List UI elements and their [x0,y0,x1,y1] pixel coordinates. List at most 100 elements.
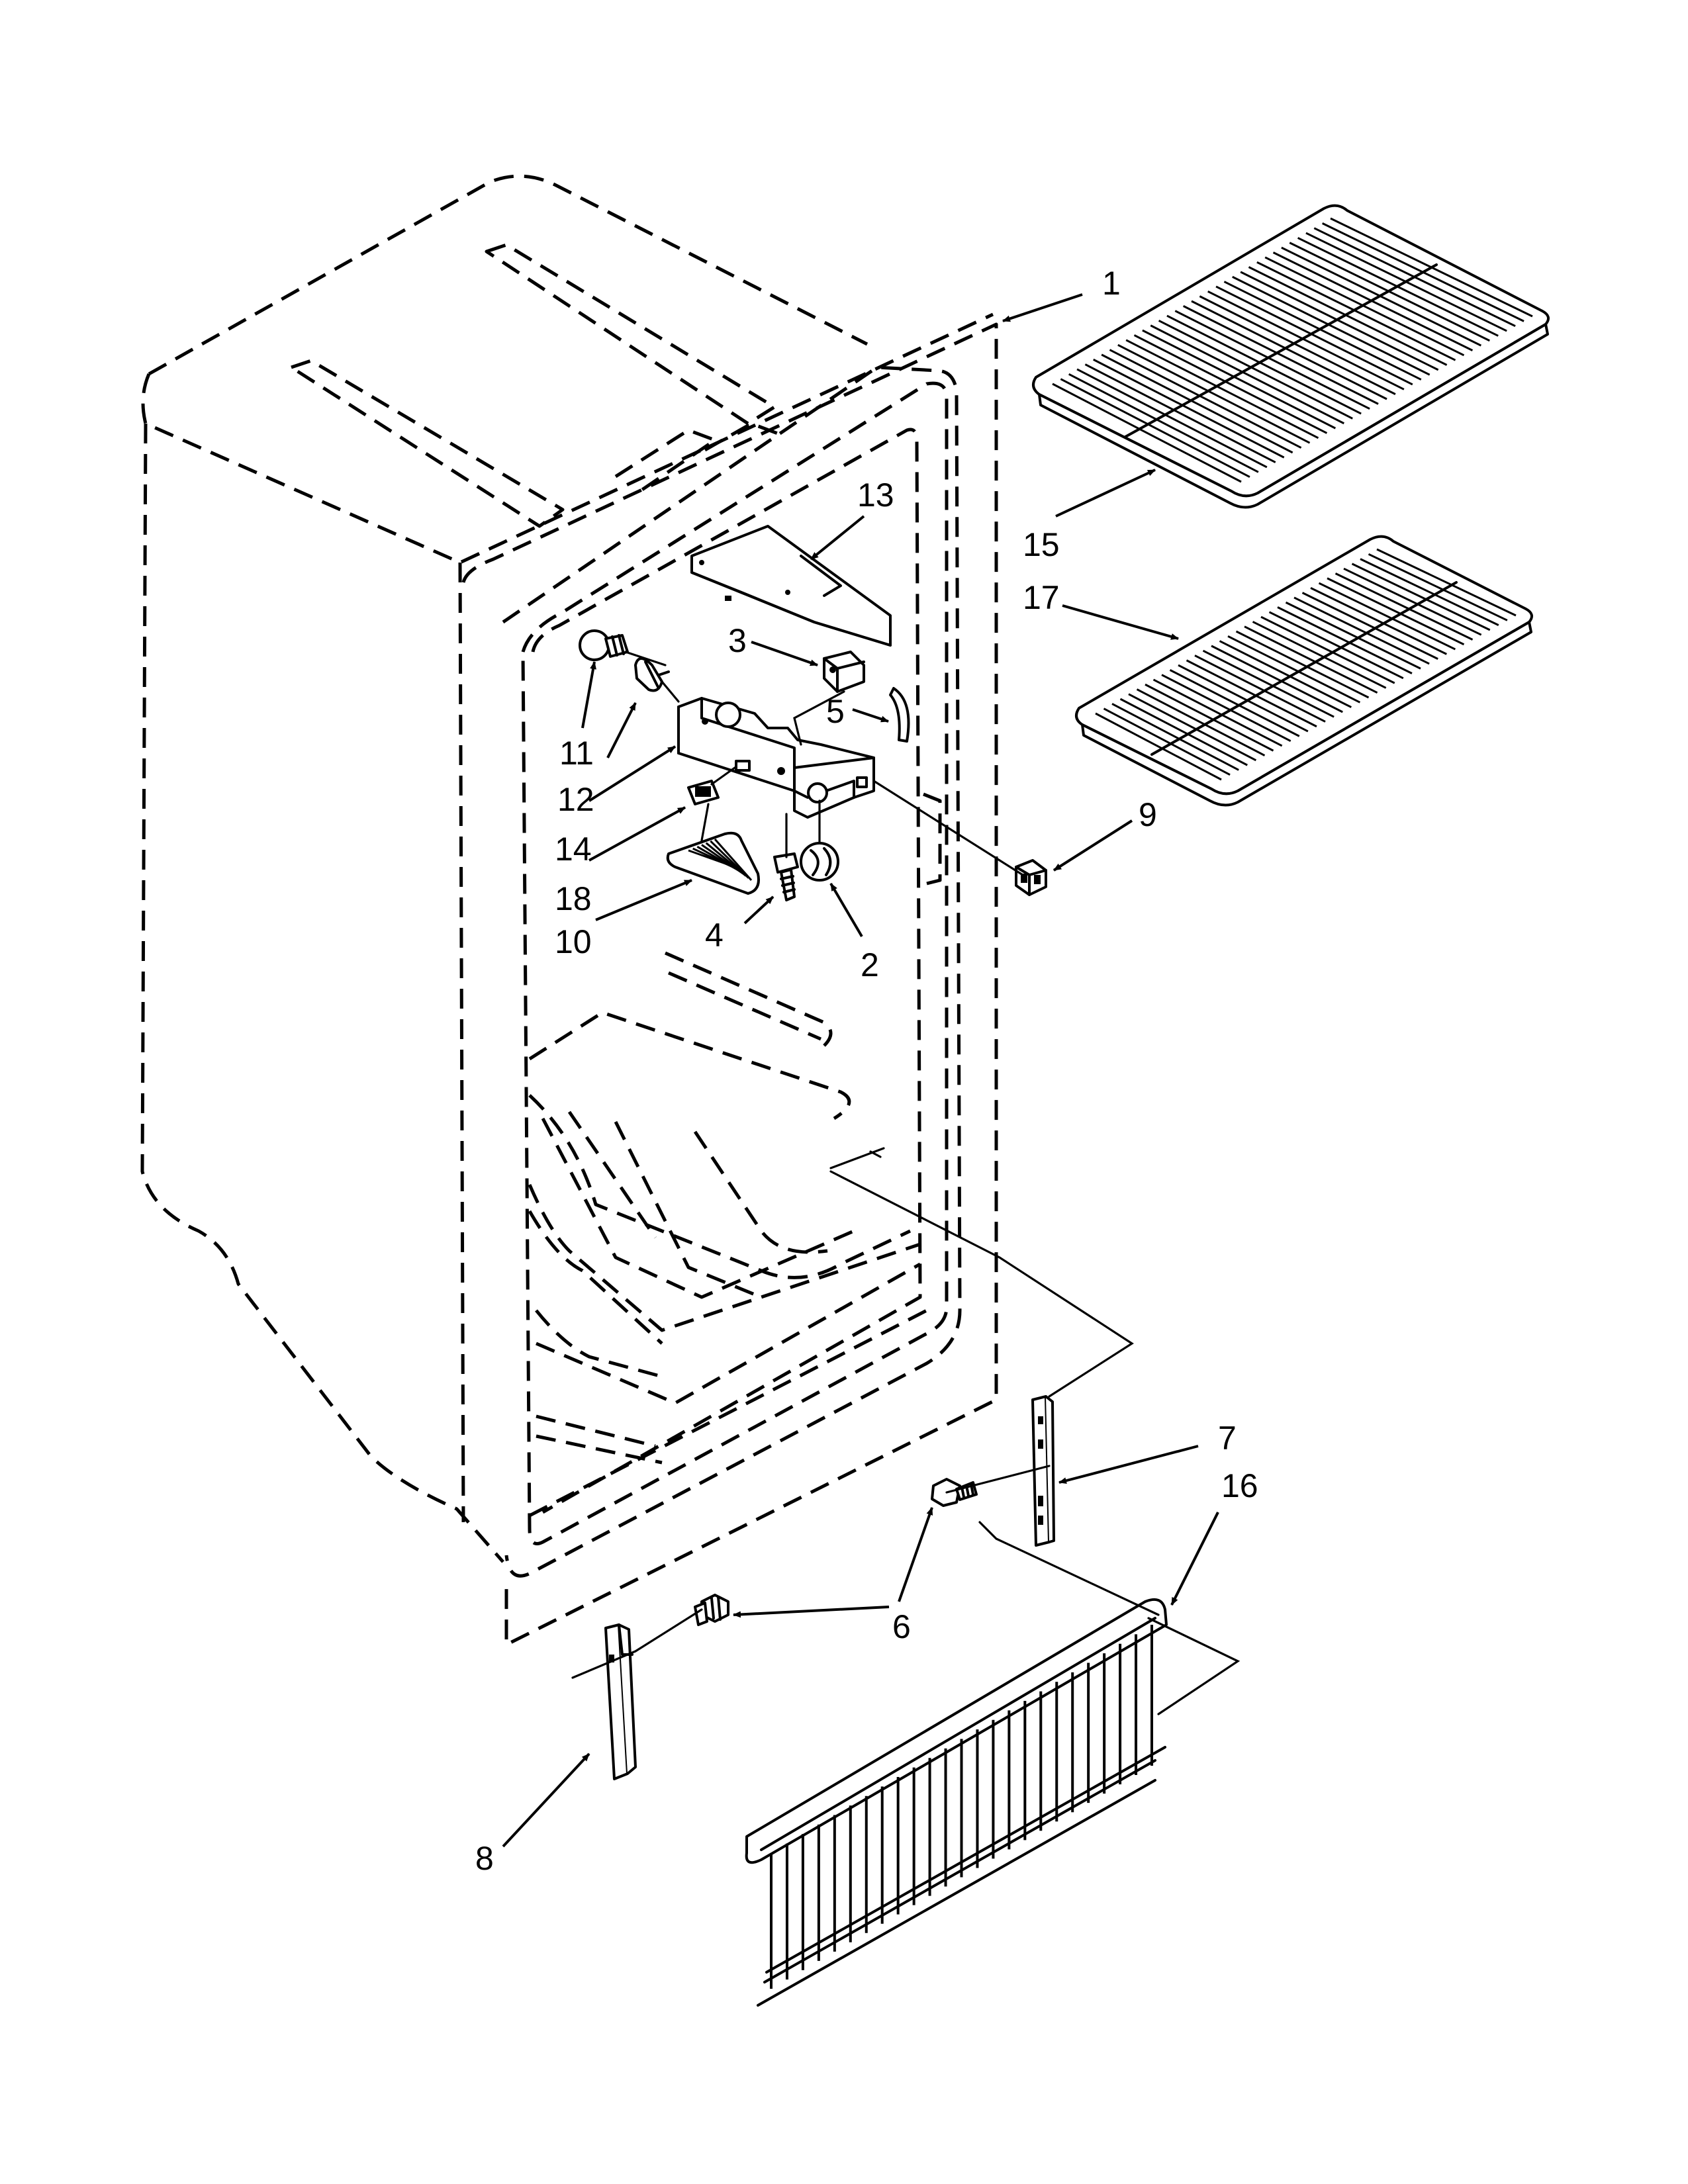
shelf-wire [1128,693,1257,762]
shelf-wire [1351,563,1491,631]
callout-15: 15 [1023,526,1060,563]
assembly-wiring [624,651,1024,876]
shelf-wire [1101,353,1293,454]
shelf-wire [1227,635,1361,704]
light-switch-18 [687,780,720,805]
shelf-wire [1174,310,1370,410]
shelf-wire [1199,295,1396,395]
shelf-wire [1068,373,1259,473]
shelf-wire [1327,577,1465,646]
shelf-wire [1256,261,1456,361]
leader-lines [502,293,1219,1848]
shelf-wire [1191,300,1387,400]
routing-lines [571,1147,1241,1715]
callout-8: 8 [475,1840,494,1877]
lens-ribs [688,839,753,881]
shelf-lower-wire-grid [1095,548,1517,781]
callout-4: 4 [705,917,724,954]
freezer-cabinet [140,174,998,1647]
shelf-wire [1277,606,1413,674]
screw-6-upper [931,1478,978,1507]
shelf-wire [1109,349,1302,449]
shelf-wire [1301,592,1438,660]
thermostat-dial-2 [800,842,839,882]
shelf-wire [1268,611,1404,680]
callout-6: 6 [892,1608,911,1645]
shelf-wire [1211,645,1343,713]
shelf-wire [1166,314,1362,415]
shelf-wire [1360,558,1499,626]
shelf-wire [1310,587,1447,655]
shelf-wire [1240,271,1439,371]
lens-rib [714,839,753,881]
shelf-wire [1260,615,1395,684]
shelf-wire [1142,329,1336,430]
callout-13: 13 [857,477,894,514]
shelf-wire [1272,251,1474,351]
shelf-wire [1182,305,1379,405]
basket-hanger-7 [1031,1395,1055,1547]
light-bulb-11 [579,629,629,661]
shelf-wire [1169,669,1300,737]
shelf-wire [1248,266,1448,366]
light-shield-13 [690,525,892,647]
shelf-wire [1202,649,1335,718]
shelf-wire [1244,625,1378,694]
shelf-wire [1232,275,1430,376]
shelf-wire [1145,683,1274,752]
shelf-wire [1119,698,1248,766]
shelf-wire [1335,572,1474,641]
shelf-wire [1235,630,1370,699]
shelf-wire [1186,659,1317,728]
control-housing-14 [677,697,875,819]
callout-17: 17 [1023,579,1060,616]
screw-4 [773,852,799,901]
wire-shelf-lower [1075,535,1533,807]
wire-basket-16 [745,1598,1168,2007]
shelf-wire [1133,334,1328,434]
shelf-wire [1215,285,1413,386]
shelf-wire [1161,674,1291,742]
lens-rib [710,840,749,879]
shelf-wire [1158,320,1353,420]
callout-labels: 1 2 3 4 5 6 7 8 9 10 11 12 13 14 15 16 1… [475,265,1258,1877]
callout-14: 14 [555,831,592,868]
callout-12: 12 [557,781,594,818]
shelf-wire [1095,712,1222,781]
screw-6-lower [694,1594,729,1626]
shelf-wire [1178,664,1309,733]
shelf-wire [1103,707,1231,776]
shelf-wire [1223,281,1422,381]
light-socket-12 [634,657,670,692]
clip-5 [889,687,910,743]
shelf-wire [1264,256,1465,357]
shelf-wire [1125,339,1319,439]
shelf-wire [1136,688,1266,756]
callout-11: 11 [559,735,594,772]
callout-1: 1 [1102,265,1121,302]
shelf-wire [1368,553,1508,621]
shelf-wire [1060,378,1250,478]
callout-5: 5 [826,693,845,730]
basket-hanger-8 [604,1623,637,1780]
shelf-wire [1093,358,1285,459]
shelf-wire [1052,383,1242,483]
shelf-wire [1376,548,1517,617]
shelf-wire [1076,368,1268,469]
callout-16: 16 [1221,1467,1258,1504]
shelf-wire [1084,363,1276,463]
shelf-wire [1194,655,1326,723]
callout-18: 18 [555,880,592,917]
shelf-wire [1293,596,1430,665]
lens-rib [705,842,747,877]
lens-10 [666,831,760,895]
shelf-wire [1117,343,1311,444]
wire-shelf-upper [1032,204,1550,509]
shelf-wire [1343,567,1482,636]
shelf-wire [1150,324,1344,425]
shelf-wire [1318,582,1456,651]
shelf-wire [1285,601,1421,670]
callout-10: 10 [555,923,592,960]
thermostat-knob-3 [823,651,865,693]
